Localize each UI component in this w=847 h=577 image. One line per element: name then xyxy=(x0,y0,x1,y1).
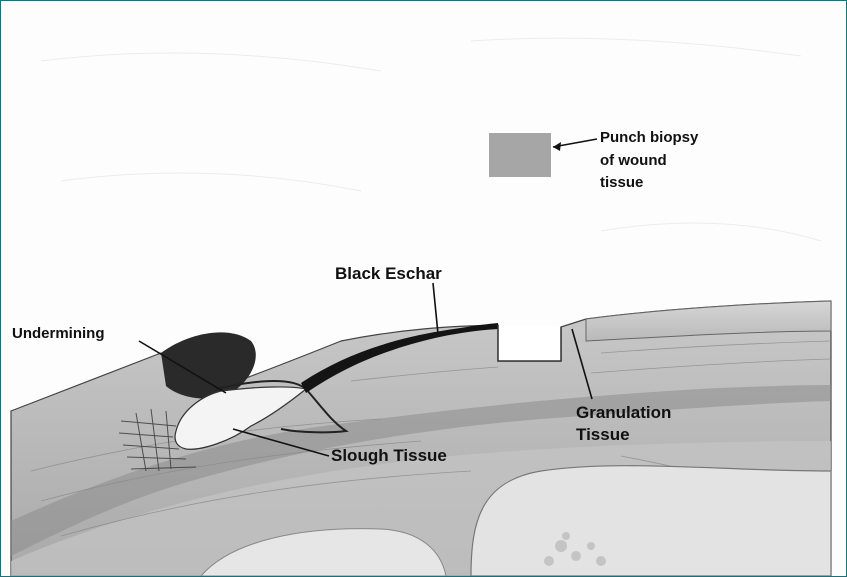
black-eschar-label: Black Eschar xyxy=(335,265,442,282)
granulation-label-line2: Tissue xyxy=(576,424,671,446)
punch-label-line3: tissue xyxy=(600,172,698,195)
undermining-label: Undermining xyxy=(12,326,105,341)
slough-tissue-label: Slough Tissue xyxy=(331,447,447,464)
punch-label-line2: of wound xyxy=(600,150,698,173)
leader-eschar xyxy=(433,283,438,334)
background-texture xyxy=(41,38,821,241)
bone-shape xyxy=(471,466,831,576)
punch-notch xyxy=(498,325,561,361)
arrowhead-punch xyxy=(553,142,561,151)
punch-label-line1: Punch biopsy xyxy=(600,127,698,150)
granulation-label-line1: Granulation xyxy=(576,402,671,424)
punch-biopsy-sample xyxy=(489,133,551,177)
punch-biopsy-label: Punch biopsy of wound tissue xyxy=(600,127,698,195)
granulation-tissue-label: Granulation Tissue xyxy=(576,402,671,446)
